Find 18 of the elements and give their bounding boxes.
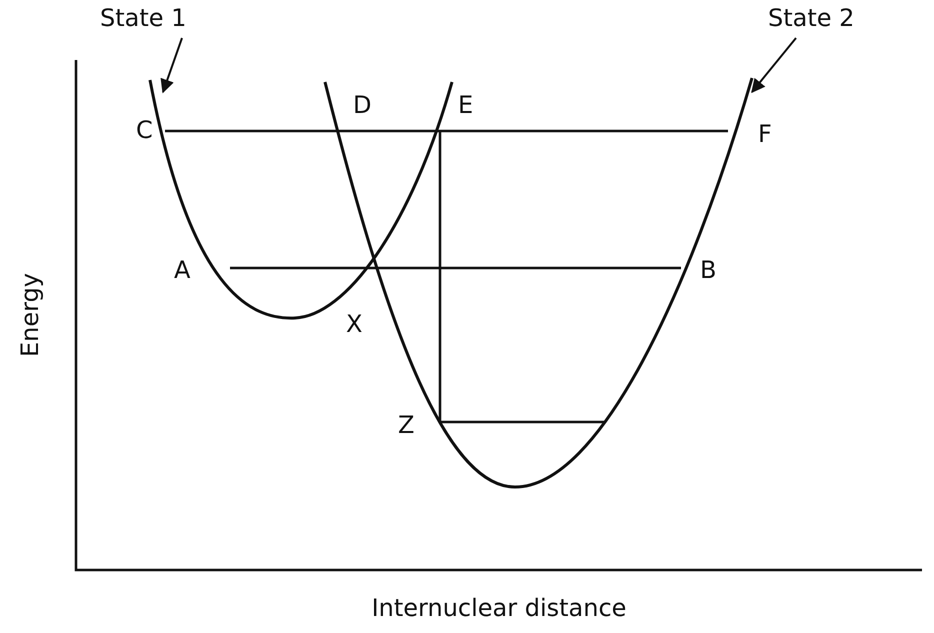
state-label: State 1: [100, 6, 186, 30]
point-label: C: [136, 118, 153, 142]
point-label: B: [700, 258, 716, 282]
point-label: E: [458, 93, 474, 117]
transition-line: [438, 131, 442, 422]
state-label: State 2: [768, 6, 854, 30]
point-label: D: [353, 93, 372, 117]
leader-line: [751, 37, 797, 94]
point-label: Z: [398, 413, 414, 437]
axis-title: Energy: [18, 272, 42, 358]
energy-level-line: [165, 130, 728, 132]
leader-line: [160, 38, 183, 94]
point-label: F: [758, 122, 772, 146]
axis-title: Internuclear distance: [372, 596, 626, 620]
point-label: X: [346, 312, 362, 336]
energy-level-line: [230, 266, 681, 270]
point-label: A: [174, 258, 190, 282]
potential-curve: [324, 78, 754, 488]
